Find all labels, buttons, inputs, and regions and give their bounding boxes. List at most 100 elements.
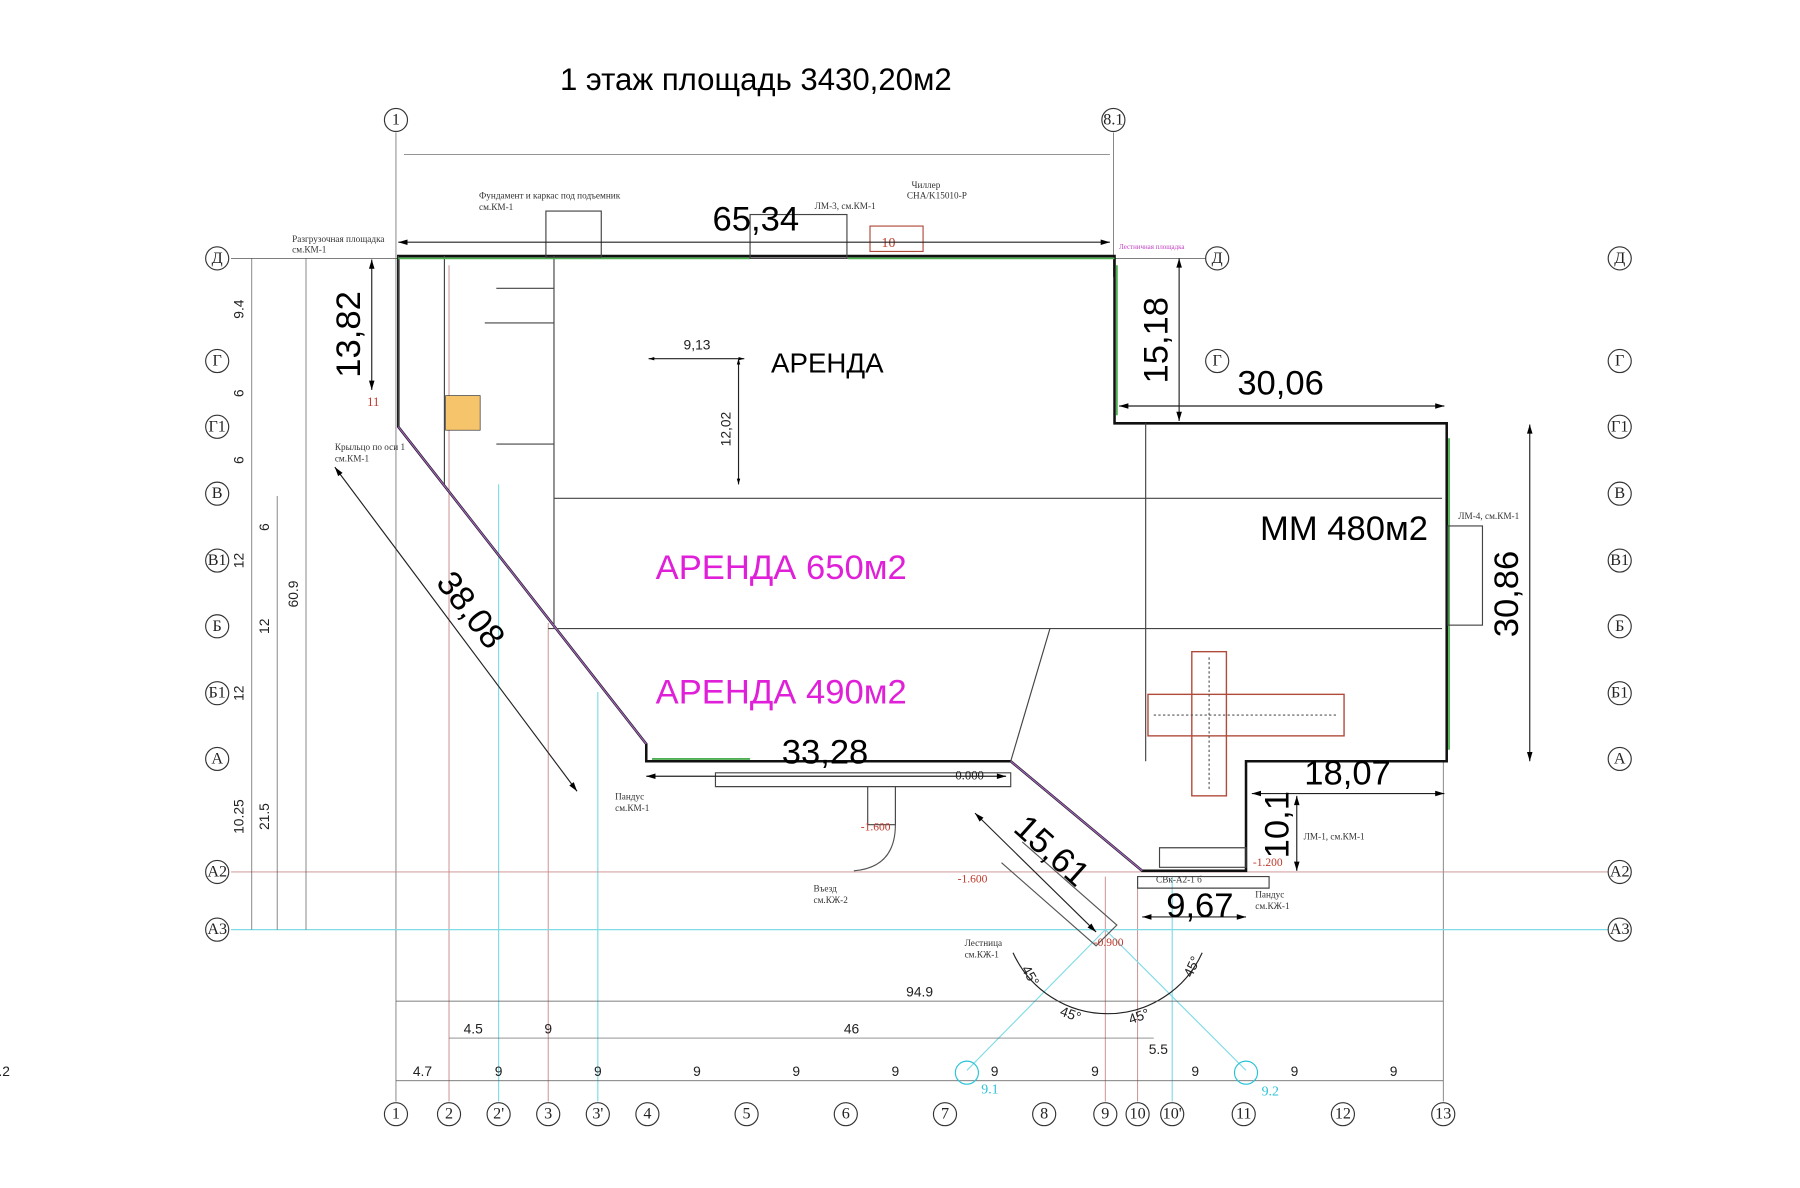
svg-text:0.000: 0.000 [955, 769, 984, 783]
svg-text:10': 10' [1163, 1106, 1182, 1123]
svg-text:Б: Б [213, 618, 222, 635]
svg-text:11: 11 [1236, 1106, 1252, 1123]
room-arenda-490: АРЕНДА 490м2 [656, 674, 907, 712]
svg-text:-1.600: -1.600 [861, 821, 891, 833]
axis-bubble-row-right: Б [1607, 614, 1632, 639]
svg-text:Б1: Б1 [1611, 685, 1628, 702]
axis-bubble-row-left: Д [205, 246, 230, 271]
svg-text:-1.200: -1.200 [1253, 857, 1283, 869]
svg-text:Пандус: Пандус [1255, 889, 1284, 899]
room-mm: ММ 480м2 [1260, 510, 1428, 548]
svg-text:ЛМ-4, см.КМ-1: ЛМ-4, см.КМ-1 [1458, 511, 1519, 521]
svg-text:Б: Б [1615, 618, 1624, 635]
axis-bubble-col: 3' [585, 1102, 610, 1127]
axis-bubble-row-right: В1 [1607, 548, 1632, 573]
bottom-dim-value: 9 [1191, 1063, 1199, 1079]
svg-text:Г: Г [1213, 353, 1222, 370]
svg-text:А: А [211, 750, 223, 767]
axis-bubble-top: 8.1 [1101, 107, 1126, 133]
svg-text:А2: А2 [1610, 863, 1630, 880]
svg-text:8.1: 8.1 [1103, 111, 1123, 128]
svg-text:1: 1 [392, 1106, 400, 1123]
dim-top: 65,34 [713, 201, 800, 239]
dim-mm-height: 30,86 [1488, 551, 1526, 638]
bottom-dim-value: 9 [1091, 1063, 1099, 1079]
svg-text:9: 9 [1101, 1106, 1109, 1123]
stair-lm4 [1447, 525, 1484, 626]
dim-right-upper: 15,18 [1138, 297, 1176, 384]
grid-lines [231, 132, 1610, 1102]
svg-text:3': 3' [592, 1106, 603, 1123]
svg-text:2': 2' [493, 1106, 504, 1123]
bottom-dim-value: 9 [991, 1063, 999, 1079]
bottom-dim-value: 4.7 [413, 1063, 432, 1079]
axis-bubble-col: 3 [536, 1102, 561, 1127]
svg-text:3: 3 [544, 1106, 552, 1123]
bottom-dim-value: 9 [892, 1063, 900, 1079]
axis-bubble-row-left: А2 [205, 859, 230, 885]
axis-bubble-col: 5 [734, 1102, 759, 1127]
angle-markers: 45° 45° 45° 45° [1012, 952, 1203, 1027]
axis-bubble-row-left: В1 [205, 548, 230, 573]
svg-text:-1.600: -1.600 [958, 873, 988, 885]
stair-lm3 [749, 213, 848, 259]
chiller-box [869, 225, 924, 253]
dimension-lines [334, 239, 1533, 933]
bottom-dimensions: 94.9 4.5 9 46 5.5 4.799999999999.2 9.1 9… [0, 984, 1444, 1099]
svg-text:11: 11 [367, 395, 379, 409]
axis-bubble-row-left: Г1 [205, 414, 230, 439]
svg-text:13: 13 [1435, 1106, 1451, 1123]
dim-inner-h: 12,02 [717, 412, 733, 447]
svg-text:5: 5 [743, 1106, 751, 1123]
axis-bubble-row-right: Б1 [1607, 681, 1632, 706]
svg-text:Чиллер: Чиллер [912, 180, 941, 190]
svg-text:А3: А3 [207, 921, 227, 938]
axis-bubble-row-inner: Д [1205, 246, 1230, 271]
svg-text:Въезд: Въезд [813, 884, 837, 894]
svg-text:А2: А2 [207, 863, 227, 880]
bottom-dim-value: 9 [495, 1063, 503, 1079]
svg-text:46: 46 [844, 1020, 860, 1036]
axis-bubble-row-right: А3 [1607, 917, 1632, 942]
axis-bubble-col: 13 [1431, 1102, 1456, 1127]
svg-text:45°: 45° [1019, 962, 1043, 988]
svg-text:94.9: 94.9 [906, 984, 933, 1000]
svg-text:10.25: 10.25 [231, 799, 247, 834]
bottom-dim-value: 9.2 [0, 1063, 10, 1079]
dim-bottom: 33,28 [782, 734, 869, 772]
axis-bubble-row-inner: Г [1205, 348, 1230, 374]
bottom-dim-value: 9 [693, 1063, 701, 1079]
axis-bubble-col: 9 [1093, 1102, 1118, 1127]
svg-text:Фундамент и каркас под подъемн: Фундамент и каркас под подъемник [479, 190, 621, 200]
bottom-dim-value: 9 [1291, 1063, 1299, 1079]
lift-foundation [545, 210, 602, 258]
svg-text:45°: 45° [1126, 1005, 1151, 1027]
svg-text:см.КМ-1: см.КМ-1 [479, 202, 514, 212]
svg-text:Крыльцо по оси 1: Крыльцо по оси 1 [335, 442, 406, 452]
svg-text:45°: 45° [1058, 1003, 1083, 1025]
axis-bubble-col: 11 [1231, 1102, 1256, 1127]
annotations: Фундамент и каркас под подъемник см.КМ-1… [292, 180, 1519, 959]
bottom-dim-value: 9 [594, 1063, 602, 1079]
svg-text:см.КЖ-2: см.КЖ-2 [813, 895, 848, 905]
svg-text:Д: Д [212, 250, 223, 267]
axis-bubble-col: 12 [1330, 1102, 1356, 1127]
svg-text:В1: В1 [1610, 552, 1629, 569]
svg-text:9.4: 9.4 [231, 299, 247, 319]
svg-text:12: 12 [231, 553, 247, 568]
axis-bubble-row-left: А3 [205, 917, 230, 942]
svg-text:А3: А3 [1610, 921, 1630, 938]
svg-text:см.КМ-1: см.КМ-1 [292, 245, 327, 255]
svg-text:В: В [212, 485, 223, 502]
svg-text:Д: Д [1614, 250, 1625, 267]
dim-inner-w: 9,13 [684, 336, 711, 352]
axis-bubble-col: 1 [383, 1102, 409, 1127]
axis-bubble-top: 1 [383, 107, 409, 133]
svg-text:Д: Д [1212, 250, 1223, 267]
axis-bubble-row-right: Г1 [1607, 414, 1632, 439]
svg-text:Г1: Г1 [1611, 418, 1628, 435]
svg-text:60.9: 60.9 [285, 580, 301, 607]
left-dimensions: 9.4 6 6 6 12 12 12 60.9 10.25 21.5 [231, 258, 307, 930]
axis-bubble-row-right: Д [1607, 246, 1632, 271]
